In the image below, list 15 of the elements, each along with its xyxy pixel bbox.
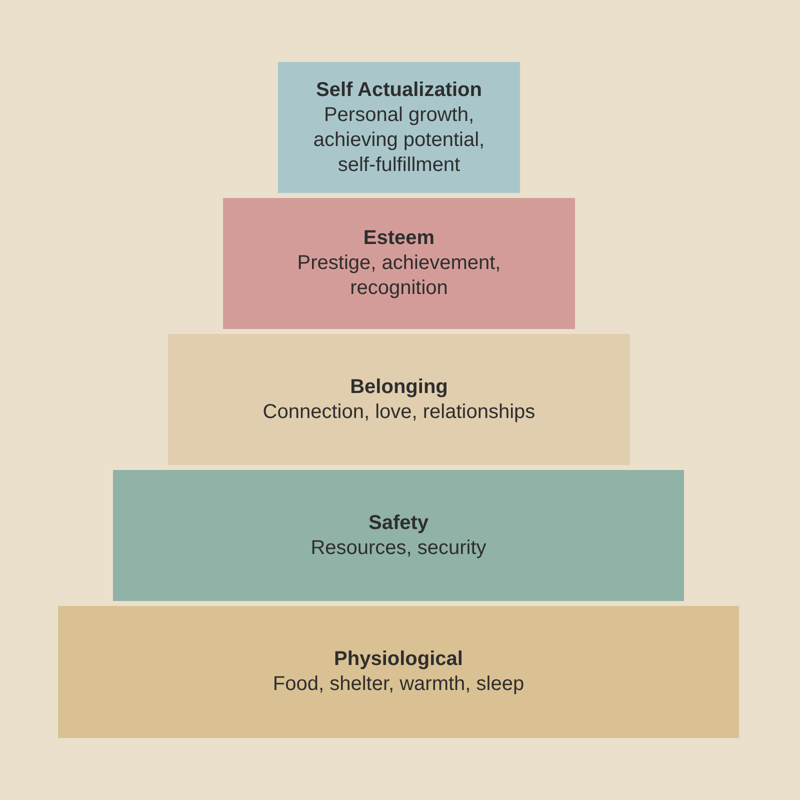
tier-description: Prestige, achievement, recognition bbox=[296, 251, 502, 301]
pyramid-tier bbox=[278, 62, 520, 193]
pyramid-tier bbox=[113, 470, 684, 601]
pyramid-tier bbox=[168, 334, 630, 465]
pyramid-tier bbox=[58, 606, 739, 738]
tier-description: Connection, love, relationships bbox=[262, 400, 536, 424]
tier-description: Food, shelter, warmth, sleep bbox=[272, 672, 524, 697]
tier-description: Personal growth, achieving potential, self-fulfillment bbox=[312, 102, 486, 178]
tier-title: Esteem bbox=[363, 226, 435, 251]
tier-title: Self Actualization bbox=[316, 78, 482, 102]
tier-title: Physiological bbox=[334, 647, 463, 672]
pyramid-tier bbox=[223, 198, 575, 329]
tier-description: Resources, security bbox=[310, 536, 486, 560]
tier-title: Belonging bbox=[350, 374, 448, 400]
tier-title: Safety bbox=[368, 510, 429, 536]
